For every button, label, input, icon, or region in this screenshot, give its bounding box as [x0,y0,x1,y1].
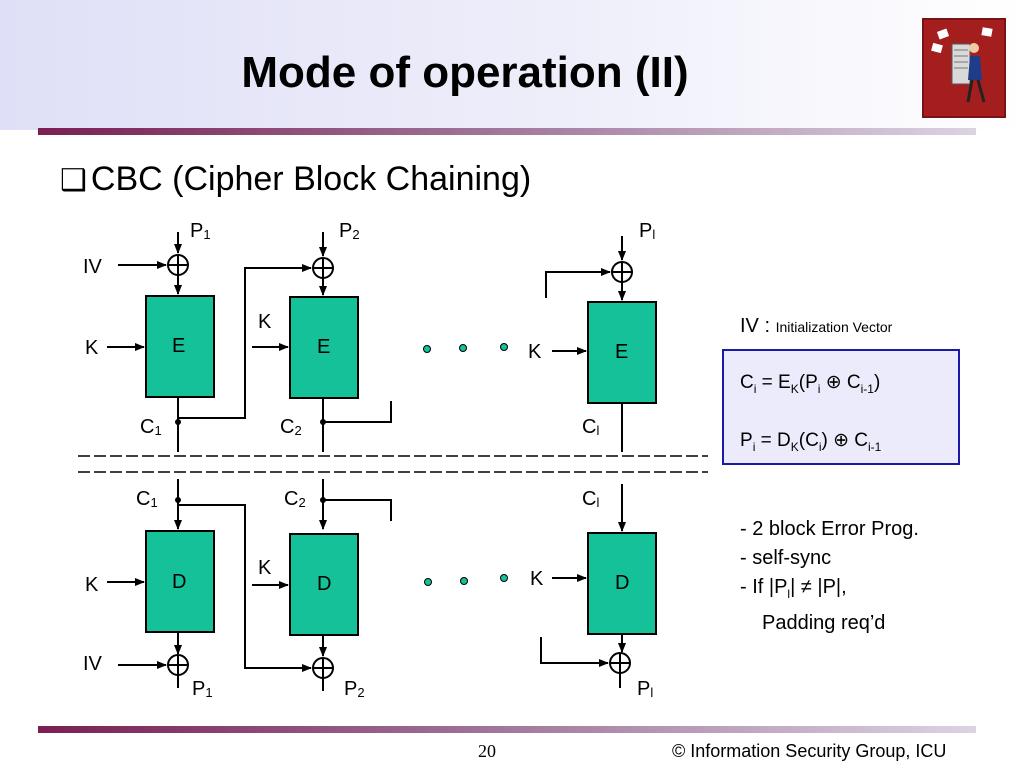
ellipsis-dot [424,578,432,586]
key-label-dec-2: K [258,557,272,579]
key-label-dec-l: K [530,568,544,590]
chain-into-dec-xorl [540,637,609,667]
note-error-prop: - 2 block Error Prog. [740,518,919,540]
decrypt-block-l [587,532,657,635]
note-padding-cond: - If |Pl| ≠ |P|, [740,576,847,601]
iv-note-main: IV : [740,315,776,337]
label-c1-enc: C1 [140,416,162,438]
chain-c1-to-xor2 [178,264,312,419]
logo-image [922,18,1006,118]
footer-rule [38,726,976,733]
label-iv-dec: IV [83,653,103,675]
decrypt-block-2 [289,533,359,636]
decrypt-label-l: D [615,572,629,594]
slide-title: Mode of operation (II) [241,48,689,97]
bullet-cbc: ❑CBC (Cipher Block Chaining) [60,160,531,199]
iv-note: IV : Initialization Vector [740,315,892,338]
xor-icon [611,261,633,283]
label-pl-enc: Pl [639,220,655,242]
decrypt-block-1 [145,530,215,633]
encrypt-label-l: E [615,341,628,363]
note-padding: Padding req’d [762,612,886,634]
key-label-enc-l: K [528,341,542,363]
title-band [0,0,1024,130]
label-p1-dec: P1 [192,678,213,700]
note-self-sync: - self-sync [740,547,832,569]
junction-c1-dec [175,497,181,503]
equation-decrypt: Pi = DK(Ci) ⊕ Ci-1 [740,430,882,454]
junction-c1-enc [175,419,181,425]
encrypt-block-2 [289,296,359,399]
page-number: 20 [478,741,496,761]
label-p2-enc: P2 [339,220,360,242]
chain-into-xorl [545,268,611,298]
title-rule [38,128,976,135]
label-p1-enc: P1 [190,220,211,242]
xor-icon [167,254,189,276]
key-label-dec-1: K [85,574,99,596]
encrypt-label-2: E [317,336,330,358]
encrypt-label-1: E [172,335,185,357]
iv-note-small: Initialization Vector [775,319,893,335]
equation-box: Ci = EK(Pi ⊕ Ci-1) Pi = DK(Ci) ⊕ Ci-1 [722,349,960,465]
xor-icon [312,657,334,679]
ellipsis-dot [423,345,431,353]
ellipsis-dot [460,577,468,585]
key-label-enc-1: K [85,337,99,359]
label-p2-dec: P2 [344,678,365,700]
label-c1-dec: C1 [136,488,158,510]
bullet-text: CBC (Cipher Block Chaining) [90,160,532,198]
bullet-marker: ❑ [60,164,87,197]
chain-c1-to-dec-xor2 [178,504,312,672]
label-cl-dec: Cl [582,488,599,510]
chain-c2-out [323,401,392,423]
label-iv-enc: IV [83,256,103,278]
xor-icon [609,652,631,674]
chain-c2-dec-out [323,499,392,521]
footer-copyright: © Information Security Group, ICU [672,741,947,761]
label-cl-enc: Cl [582,416,599,438]
notes-list: - 2 block Error Prog. - self-sync - If |… [740,515,919,638]
xor-icon [312,257,334,279]
xor-icon [167,654,189,676]
label-pl-dec: Pl [637,678,653,700]
decrypt-label-1: D [172,571,186,593]
equation-encrypt: Ci = EK(Pi ⊕ Ci-1) [740,372,881,396]
ellipsis-dot [459,344,467,352]
encrypt-block-l [587,301,657,404]
label-c2-enc: C2 [280,416,302,438]
encrypt-block-1 [145,295,215,398]
ellipsis-dot [500,574,508,582]
label-c2-dec: C2 [284,488,306,510]
ellipsis-dot [500,343,508,351]
key-label-enc-2: K [258,311,272,333]
decrypt-label-2: D [317,573,331,595]
